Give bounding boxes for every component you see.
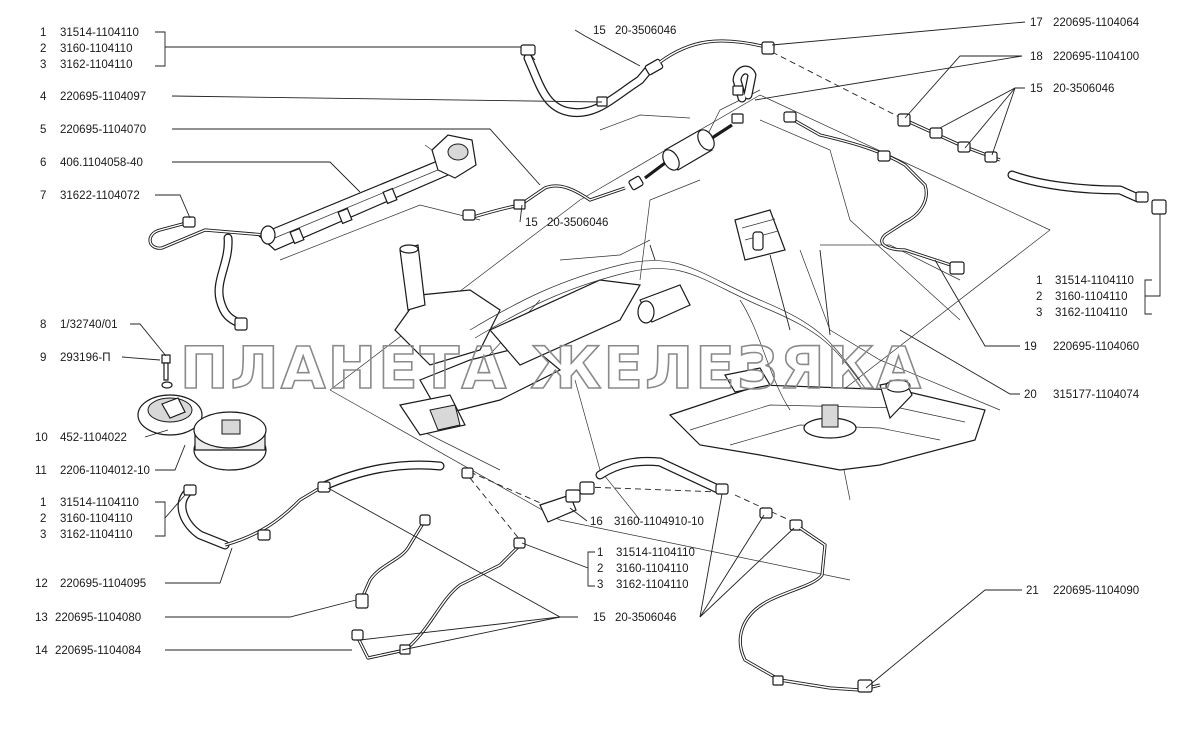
callout-number: 6	[40, 157, 46, 169]
callout-number: 1	[40, 27, 46, 39]
callout-number: 19	[1024, 341, 1037, 353]
callout-code: 31514-1104110	[60, 497, 139, 509]
callout-number: 15	[593, 25, 606, 37]
hose-220695-1104095	[177, 460, 474, 550]
callout-code: 3162-1104110	[1055, 307, 1127, 319]
callout-code: 452-1104022	[60, 432, 127, 444]
callout-code: 3162-1104110	[60, 529, 132, 541]
watermark: ПЛАНЕТА ЖЕЛЕЗЯКА	[180, 334, 923, 402]
hose-31622-1104072	[148, 216, 276, 250]
callout-code: 220695-1104080	[55, 612, 141, 624]
callout-code: 31622-1104072	[60, 190, 140, 202]
labels-right: 17 220695-1104064 18 220695-1104100 15 2…	[1024, 17, 1140, 597]
callout-number: 9	[40, 352, 46, 364]
callout-code: 31514-1104110	[1055, 275, 1134, 287]
callout-code: 2206-1104012-10	[60, 465, 150, 477]
valve-3160-1104910-10	[539, 456, 803, 531]
callout-code: 220695-1104070	[60, 124, 146, 136]
callout-code: 220695-1104064	[1053, 17, 1140, 29]
callout-number: 3	[597, 579, 603, 591]
callout-code: 406.1104058-40	[60, 157, 143, 169]
clamps-center	[734, 209, 786, 261]
callout-number: 5	[40, 124, 46, 136]
hose-220695-1104097	[520, 44, 664, 118]
pipe-220695-1104064	[659, 39, 775, 64]
pipe-220695-1104060	[783, 111, 965, 275]
callout-number: 7	[40, 190, 46, 202]
callout-number: 14	[35, 645, 48, 657]
callout-number: 16	[590, 516, 603, 528]
callout-number: 13	[35, 612, 48, 624]
callout-number: 21	[1026, 585, 1039, 597]
callout-code: 220695-1104090	[1053, 585, 1139, 597]
hose-220695-1104100	[731, 65, 757, 124]
callout-code: 3162-1104110	[60, 59, 132, 71]
callout-number: 17	[1030, 17, 1043, 29]
callout-code: 3162-1104110	[616, 579, 688, 591]
callout-code: 220695-1104097	[60, 91, 146, 103]
callout-code: 20-3506046	[615, 612, 676, 624]
hose-left-vertical	[214, 233, 248, 331]
fuel-rail-406-1104058-40	[256, 134, 477, 251]
callout-code: 20-3506046	[1053, 83, 1114, 95]
callout-number: 1	[40, 497, 46, 509]
pipe-220695-1104090	[738, 526, 881, 693]
callout-number: 1	[597, 547, 603, 559]
pump-flange-parts	[137, 354, 267, 471]
leader-lines	[121, 21, 1161, 689]
callout-code: 220695-1104095	[60, 578, 146, 590]
callout-number: 3	[40, 59, 46, 71]
callout-code: 31514-1104110	[60, 27, 139, 39]
callout-code: 220695-1104084	[55, 645, 142, 657]
callout-code: 220695-1104060	[1053, 341, 1139, 353]
labels-center: 15 20-3506046 15 20-3506046 16 3160-1104…	[525, 25, 704, 624]
callout-number: 18	[1030, 51, 1043, 63]
callout-code: 3160-1104110	[60, 43, 132, 55]
pipe-220695-1104070	[462, 184, 626, 221]
callout-number: 20	[1024, 389, 1037, 401]
fuel-filter	[628, 123, 733, 191]
callout-number: 2	[597, 563, 603, 575]
fuel-tank	[668, 367, 986, 471]
callout-code: 31514-1104110	[616, 547, 695, 559]
callout-code: 3160-1104910-10	[614, 516, 704, 528]
callout-number: 8	[40, 319, 46, 331]
callout-code: 20-3506046	[547, 217, 608, 229]
callout-number: 10	[35, 432, 48, 444]
callout-number: 2	[40, 43, 46, 55]
callout-code: 20-3506046	[615, 25, 676, 37]
floor-pump-assembly	[394, 244, 866, 436]
callout-number: 15	[525, 217, 538, 229]
callout-number: 4	[40, 91, 47, 103]
callout-number: 3	[1036, 307, 1042, 319]
callout-number: 15	[1030, 83, 1043, 95]
callout-number: 3	[40, 529, 46, 541]
callout-number: 1	[1036, 275, 1042, 287]
callout-number: 11	[35, 465, 47, 477]
pipe-top-right	[897, 113, 1167, 215]
pipe-220695-1104084	[351, 537, 526, 660]
callout-code: 293196-П	[60, 352, 110, 364]
callout-number: 2	[1036, 291, 1042, 303]
hose-220695-1104080	[355, 514, 431, 609]
callout-number: 15	[593, 612, 606, 624]
callout-code: 3160-1104110	[60, 513, 132, 525]
callout-number: 2	[40, 513, 46, 525]
callout-code: 3160-1104110	[616, 563, 688, 575]
callout-code: 3160-1104110	[1055, 291, 1127, 303]
callout-number: 12	[35, 578, 48, 590]
labels-left: 1 31514-1104110 2 3160-1104110 3 3162-11…	[35, 27, 150, 657]
callout-code: 1/32740/01	[60, 319, 118, 331]
callout-code: 315177-1104074	[1053, 389, 1140, 401]
callout-code: 220695-1104100	[1053, 51, 1139, 63]
